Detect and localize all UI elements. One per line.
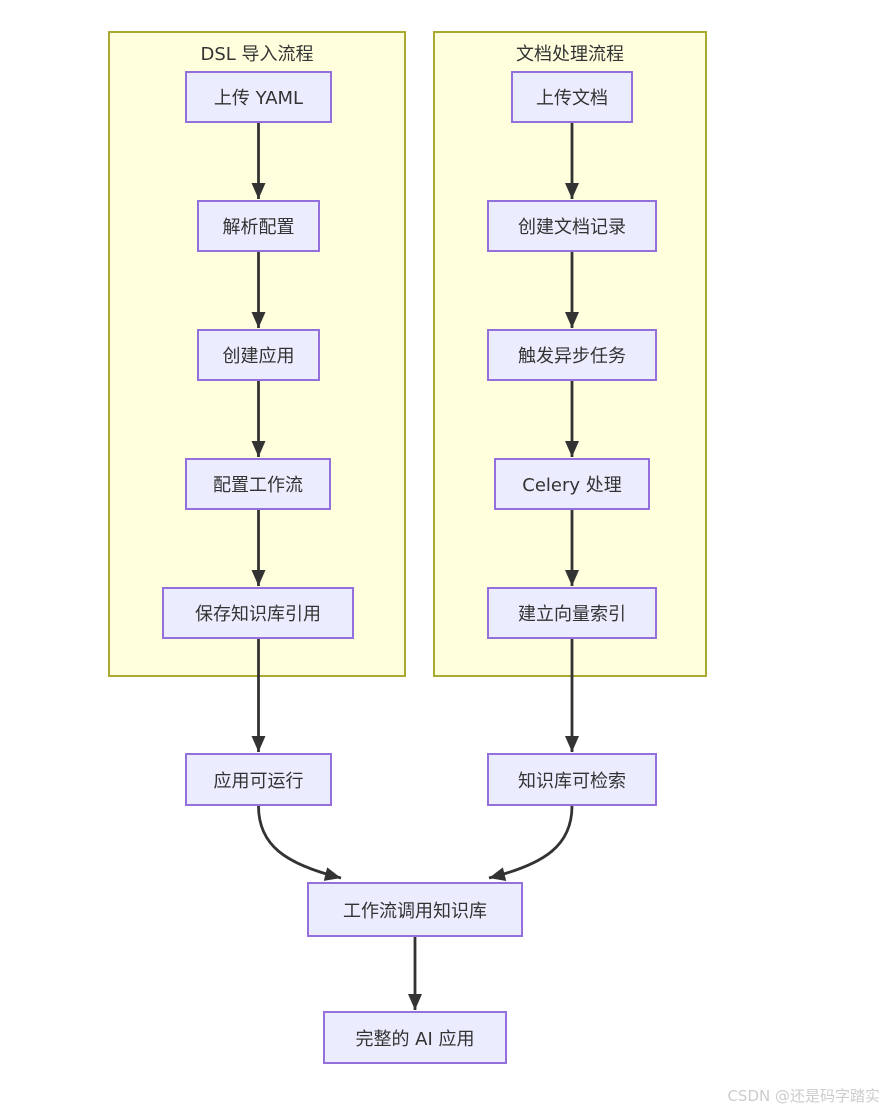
node-parse-config: 解析配置 (197, 200, 320, 252)
node-kb-searchable: 知识库可检索 (487, 753, 657, 806)
node-upload-document: 上传文档 (511, 71, 633, 123)
node-upload-yaml: 上传 YAML (185, 71, 332, 123)
group-document-processing-title: 文档处理流程 (516, 44, 624, 65)
node-build-vector-index: 建立向量索引 (487, 587, 657, 639)
watermark: CSDN @还是码字踏实 (727, 1087, 880, 1105)
edge-kb-searchable-to-workflow-calls-kb (488, 805, 574, 881)
node-configure-workflow: 配置工作流 (185, 458, 331, 510)
edge-app-runnable-to-workflow-calls-kb (257, 805, 342, 881)
node-trigger-async-task: 触发异步任务 (487, 329, 657, 381)
node-app-runnable: 应用可运行 (185, 753, 332, 806)
node-workflow-calls-kb: 工作流调用知识库 (307, 882, 523, 937)
node-create-app: 创建应用 (197, 329, 320, 381)
node-complete-ai-app: 完整的 AI 应用 (323, 1011, 507, 1064)
node-create-document-record: 创建文档记录 (487, 200, 657, 252)
group-document-processing: 文档处理流程 (433, 31, 707, 677)
group-dsl-import-title: DSL 导入流程 (200, 44, 314, 65)
node-celery-processing: Celery 处理 (494, 458, 650, 510)
node-save-kb-reference: 保存知识库引用 (162, 587, 354, 639)
